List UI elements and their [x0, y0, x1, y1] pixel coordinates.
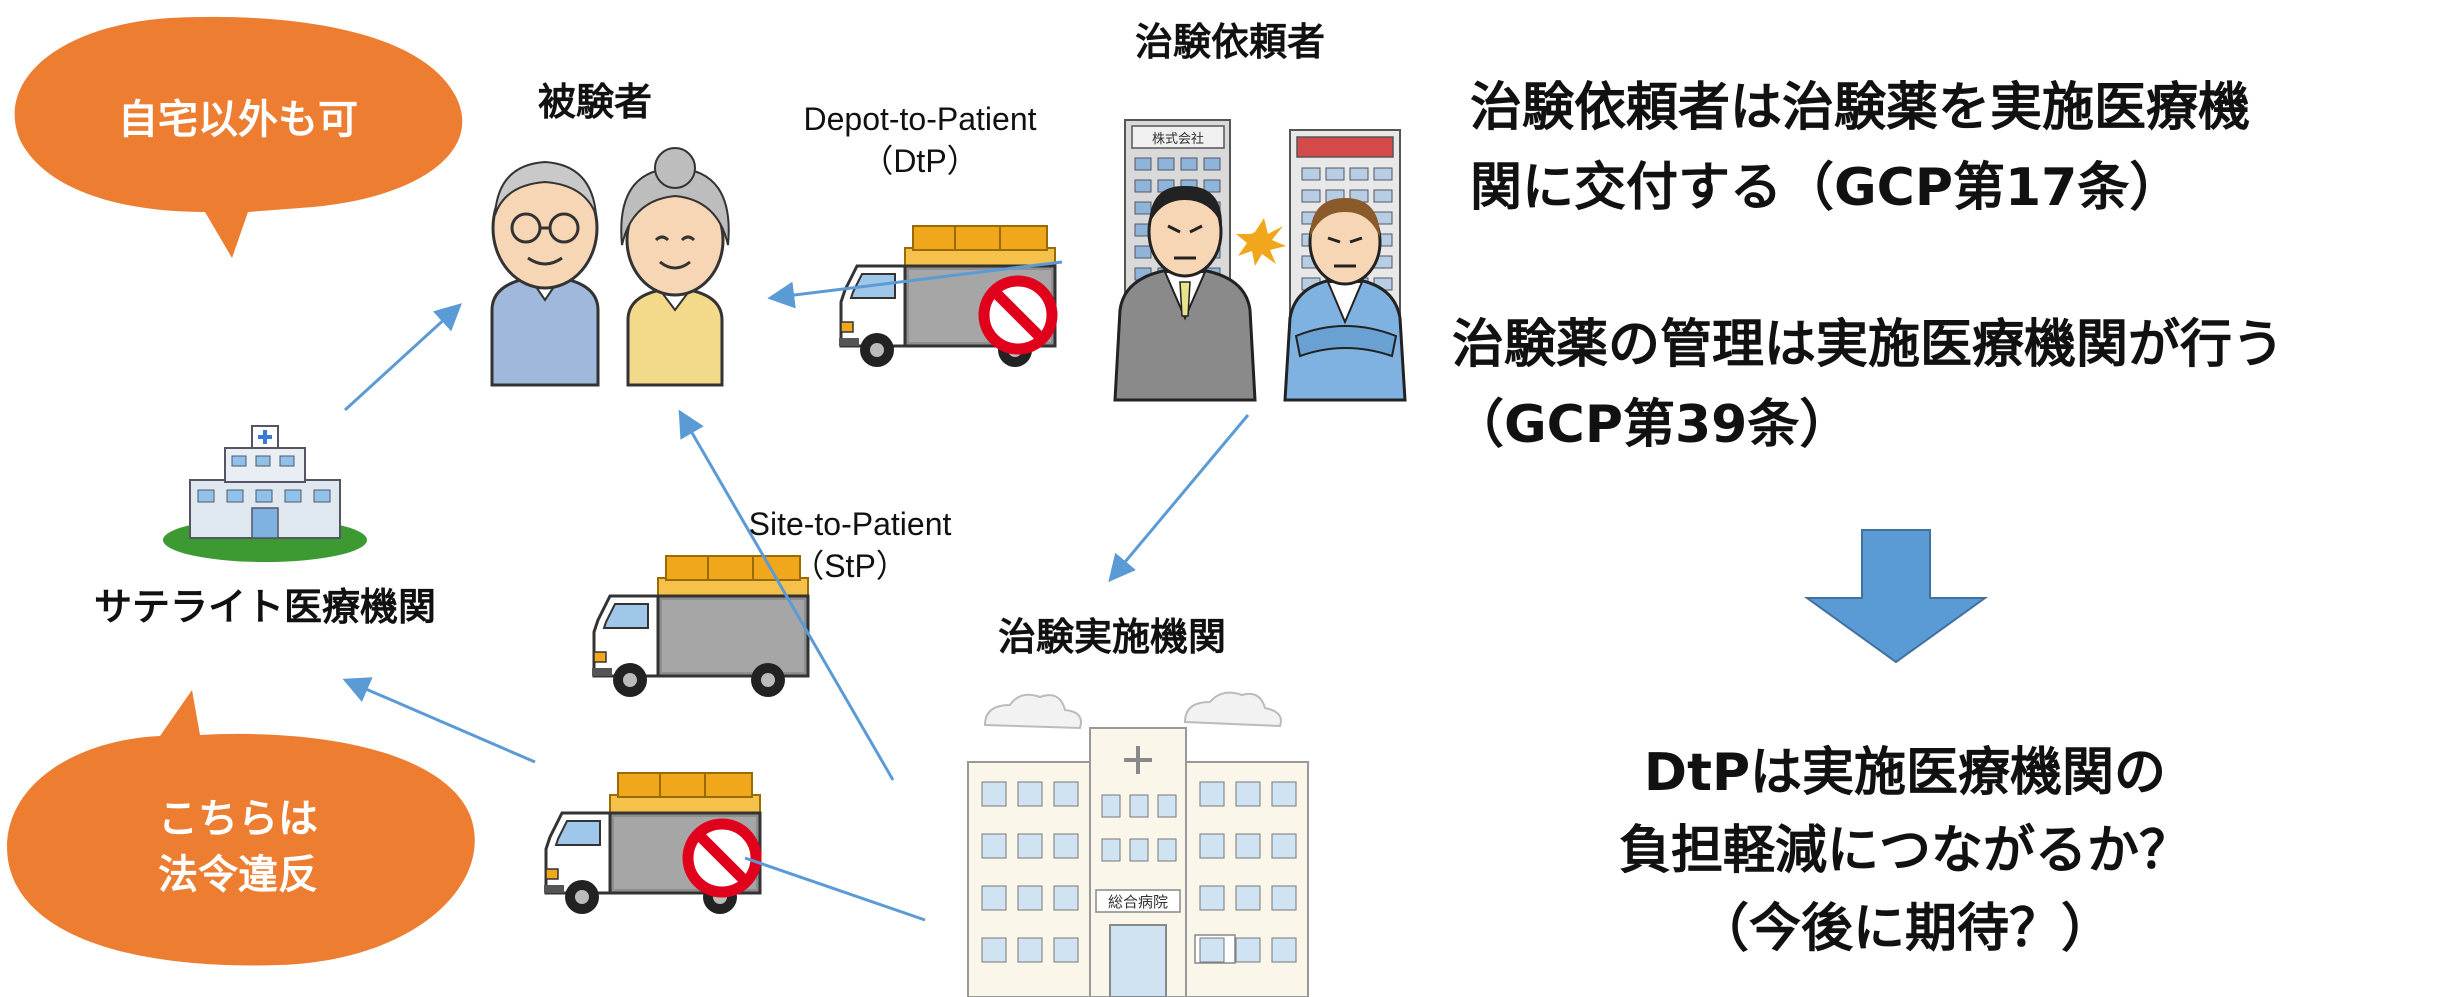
company-sign: 株式会社 — [1152, 131, 1204, 147]
arrow-satellite-to-subject — [343, 303, 462, 412]
window — [1017, 781, 1043, 807]
window — [1101, 838, 1121, 862]
window — [1053, 781, 1079, 807]
window — [1199, 885, 1225, 911]
satellite-windows — [197, 455, 331, 503]
window — [1271, 885, 1297, 911]
elderly-couple-icon — [490, 147, 730, 387]
window — [284, 489, 302, 503]
satellite-label: サテライト医療機関 — [94, 585, 436, 629]
bubble-bottom-line2: 法令違反 — [158, 852, 318, 898]
window — [1199, 937, 1225, 963]
window — [1129, 838, 1149, 862]
stp-route-abbr: （StP） — [792, 548, 908, 584]
window — [1373, 189, 1393, 203]
window — [1157, 838, 1177, 862]
window — [1053, 833, 1079, 859]
businessmen-icon — [1113, 185, 1407, 402]
window — [1129, 794, 1149, 818]
window — [1271, 937, 1297, 963]
bubble-bottom-line1: こちらは — [158, 796, 318, 842]
dtp-prohibition-icon — [984, 281, 1052, 349]
window — [255, 455, 271, 467]
window — [1349, 167, 1369, 181]
stp-route-name: Site-to-Patient — [749, 506, 952, 542]
window — [981, 885, 1007, 911]
bubble-top-text: 自宅以外も可 — [118, 97, 358, 143]
statement-2-line2: （GCP第39条） — [1452, 395, 1851, 455]
question-line3: （今後に期待？） — [1697, 899, 2113, 959]
window — [1271, 781, 1297, 807]
window — [1017, 885, 1043, 911]
window — [1134, 157, 1152, 171]
window — [1203, 157, 1221, 171]
window — [1199, 833, 1225, 859]
window — [981, 781, 1007, 807]
flow-arrows — [342, 260, 1250, 922]
window — [981, 833, 1007, 859]
window — [1325, 167, 1345, 181]
satellite-clinic-icon — [163, 425, 367, 562]
statement-1-line2: 関に交付する（GCP第17条） — [1470, 158, 2181, 218]
window — [1157, 157, 1175, 171]
window — [1199, 781, 1225, 807]
subject-label: 被験者 — [538, 80, 652, 124]
statement-1-line1: 治験依頼者は治験薬を実施医療機 — [1470, 78, 2250, 138]
window — [1203, 179, 1221, 193]
window — [1017, 937, 1043, 963]
window — [1134, 179, 1152, 193]
window — [1235, 781, 1261, 807]
window — [1235, 833, 1261, 859]
arrow-site-to-violation-truck — [744, 856, 926, 922]
arrow-dtp-to-subject — [767, 260, 1063, 309]
arrow-site-to-subject — [678, 409, 895, 781]
window — [231, 455, 247, 467]
arrow-sponsor-to-site — [1108, 414, 1250, 583]
speech-bubble-bottom: こちらは 法令違反 — [7, 690, 475, 966]
window — [1180, 157, 1198, 171]
window — [1373, 167, 1393, 181]
question-line1: DtPは実施医療機関の — [1644, 743, 2166, 803]
speech-bubble-top: 自宅以外も可 — [14, 16, 463, 259]
window — [1134, 201, 1152, 215]
hospital-windows — [981, 781, 1297, 963]
window — [1053, 937, 1079, 963]
down-arrow-icon — [1803, 529, 1989, 664]
window — [1271, 833, 1297, 859]
window — [279, 455, 295, 467]
window — [1134, 245, 1152, 259]
window — [197, 489, 215, 503]
window — [1235, 937, 1261, 963]
window — [313, 489, 331, 503]
dtp-route-abbr: （DtP） — [861, 143, 978, 179]
window — [1157, 794, 1177, 818]
hospital-sign: 総合病院 — [1108, 893, 1168, 911]
window — [255, 489, 273, 503]
window — [226, 489, 244, 503]
window — [981, 937, 1007, 963]
window — [1301, 167, 1321, 181]
window — [1235, 885, 1261, 911]
site-label: 治験実施機関 — [998, 615, 1226, 659]
statement-2-line1: 治験薬の管理は実施医療機関が行う — [1452, 315, 2284, 375]
dtp-route-name: Depot-to-Patient — [803, 101, 1036, 137]
arrow-truck-to-satellite — [342, 677, 536, 764]
window — [1053, 885, 1079, 911]
sponsor-label: 治験依頼者 — [1135, 20, 1325, 64]
window — [1301, 189, 1321, 203]
question-line2: 負担軽減につながるか？ — [1619, 821, 2191, 881]
window — [1017, 833, 1043, 859]
window — [1101, 794, 1121, 818]
